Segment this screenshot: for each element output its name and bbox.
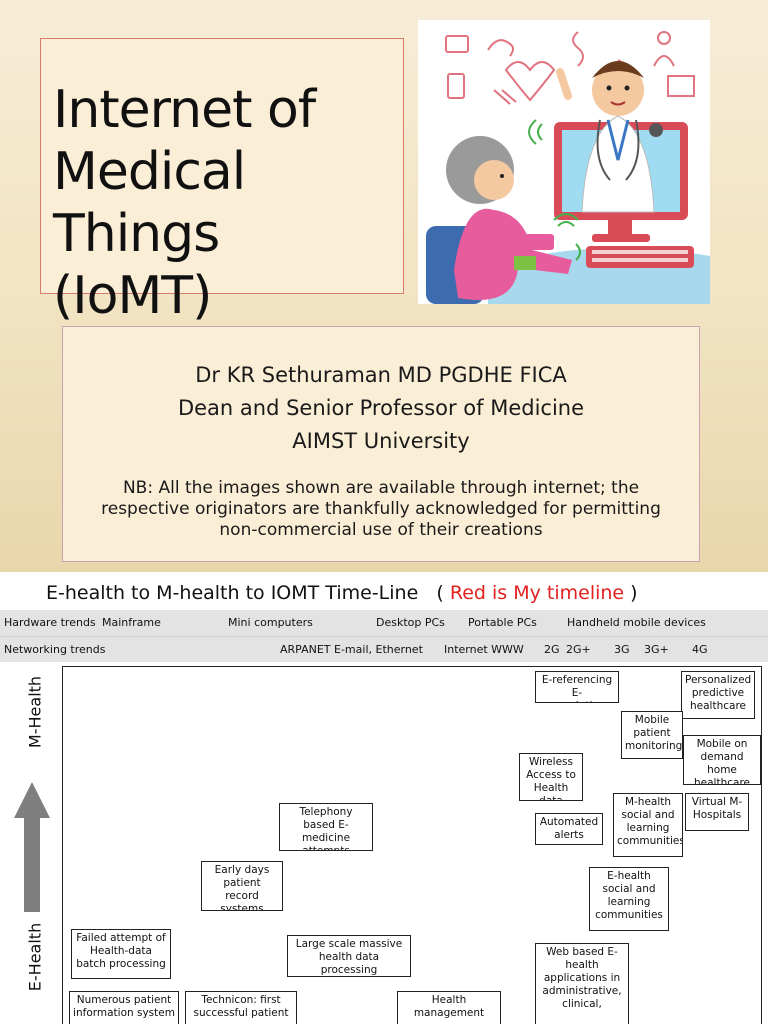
trend-4g: 4G	[692, 643, 708, 656]
box-wireless-access: Wireless Access to Health data	[519, 753, 583, 801]
arrow-up-icon	[14, 782, 50, 912]
box-massive-data-processing: Large scale massive health data processi…	[287, 935, 411, 977]
timeline-slide: E-health to M-health to IOMT Time-Line (…	[0, 572, 768, 1024]
box-virtual-m-hospitals: Virtual M-Hospitals	[685, 793, 749, 831]
box-e-referencing: E-referencing E-prescriptions	[535, 671, 619, 703]
box-mobile-home-healthcare: Mobile on demand home healthcare	[683, 735, 761, 785]
telemedicine-illustration	[418, 20, 710, 304]
title-line-2: Medical	[53, 142, 246, 202]
title-box: Internet of Medical Things (IoMT)	[40, 38, 404, 326]
timeline-title: E-health to M-health to IOMT Time-Line (…	[46, 582, 638, 604]
trend-mini-computers: Mini computers	[228, 616, 313, 629]
trend-2g: 2G	[544, 643, 560, 656]
trend-mainframe: Mainframe	[102, 616, 161, 629]
trend-3g: 3G	[614, 643, 630, 656]
box-technicon: Technicon: first successful patient	[185, 991, 297, 1024]
doctor-patient-icon	[426, 31, 710, 304]
timeline-title-text: E-health to M-health to IOMT Time-Line	[46, 582, 419, 604]
box-mobile-patient-monitoring: Mobile patient monitoring	[621, 711, 683, 759]
author-position: Dean and Senior Professor of Medicine	[177, 396, 585, 420]
timeline-paren-close: )	[630, 582, 638, 604]
timeline-paren-open: (	[436, 582, 444, 604]
box-m-health-communities: M-health social and learning communities	[613, 793, 683, 857]
box-automated-alerts: Automated alerts	[535, 813, 603, 845]
timeline-chart-frame: E-referencing E-prescriptions Personaliz…	[62, 666, 762, 1024]
trend-3g-plus: 3G+	[644, 643, 669, 656]
axis-label-m-health: M-Health	[25, 675, 45, 749]
timeline-note-red: Red is My timeline	[449, 582, 625, 604]
networking-trends-row: Networking trends ARPANET E-mail, Ethern…	[0, 636, 768, 662]
trend-handheld: Handheld mobile devices	[567, 616, 706, 629]
image-credit-note: NB: All the images shown are available t…	[101, 478, 661, 540]
box-health-management: Health management	[397, 991, 501, 1024]
author-institution: AIMST University	[292, 429, 470, 453]
networking-trends-label: Networking trends	[4, 643, 106, 656]
trend-desktop-pcs: Desktop PCs	[376, 616, 445, 629]
box-web-e-health: Web based E-health applications in admin…	[535, 943, 629, 1024]
axis-label-e-health: E-Health	[25, 922, 45, 992]
author-name: Dr KR Sethuraman MD PGDHE FICA	[195, 363, 567, 387]
title-slide: Internet of Medical Things (IoMT)	[0, 0, 768, 572]
trend-portable-pcs: Portable PCs	[468, 616, 537, 629]
title-line-1: Internet of	[53, 80, 316, 140]
box-early-patient-records: Early days patient record systems	[201, 861, 283, 911]
box-personalized-healthcare: Personalized predictive healthcare	[681, 671, 755, 719]
box-telephony-e-medicine: Telephony based E-medicine attempts	[279, 803, 373, 851]
trend-arpanet: ARPANET E-mail, Ethernet	[280, 643, 423, 656]
trend-internet-www: Internet WWW	[444, 643, 524, 656]
box-e-health-communities: E-health social and learning communities	[589, 867, 669, 931]
title-line-3: Things (IoMT)	[53, 204, 220, 326]
box-patient-information-system: Numerous patient information system	[69, 991, 179, 1024]
author-box: Dr KR Sethuraman MD PGDHE FICA Dean and …	[62, 326, 700, 562]
hardware-trends-row: Hardware trends Mainframe Mini computers…	[0, 610, 768, 636]
box-failed-batch-processing: Failed attempt of Health-data batch proc…	[71, 929, 171, 979]
trend-2g-plus: 2G+	[566, 643, 591, 656]
hardware-trends-label: Hardware trends	[4, 616, 96, 629]
